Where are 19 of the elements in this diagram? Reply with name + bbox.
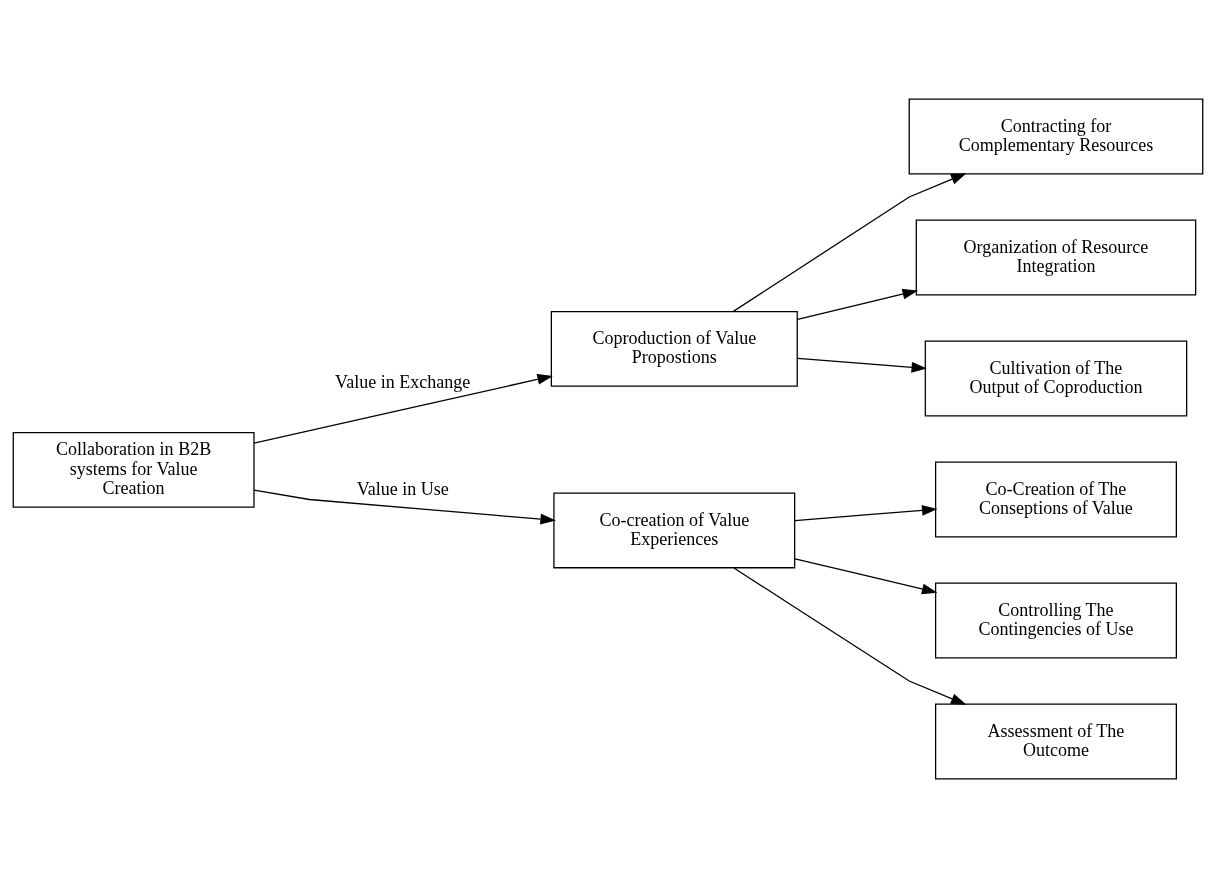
node-box: Assessment of The Outcome bbox=[934, 703, 1177, 779]
edge-label: Value in Use bbox=[356, 478, 449, 499]
edge-label: Value in Exchange bbox=[335, 371, 471, 392]
node-box: Co-creation of Value Experiences bbox=[553, 491, 796, 568]
arrow bbox=[253, 489, 556, 525]
arrow bbox=[796, 357, 927, 373]
arrow bbox=[796, 288, 918, 320]
arrow bbox=[794, 504, 938, 521]
node-box: Coproduction of Value Propostions bbox=[550, 310, 798, 387]
arrow bbox=[732, 172, 967, 312]
node-box: Cultivation of The Output of Coproduction bbox=[924, 340, 1188, 416]
arrow bbox=[733, 566, 967, 705]
node-box: Contracting for Complementary Resources bbox=[908, 98, 1204, 174]
arrow bbox=[794, 557, 938, 594]
node-box: Collaboration in B2B systems for Value Creation bbox=[12, 431, 255, 508]
node-box: Controlling The Contingencies of Use bbox=[934, 582, 1177, 658]
node-box: Co-Creation of The Conseptions of Value bbox=[934, 461, 1177, 537]
node-box: Organization of Resource Integration bbox=[915, 219, 1197, 295]
arrow bbox=[253, 373, 553, 444]
